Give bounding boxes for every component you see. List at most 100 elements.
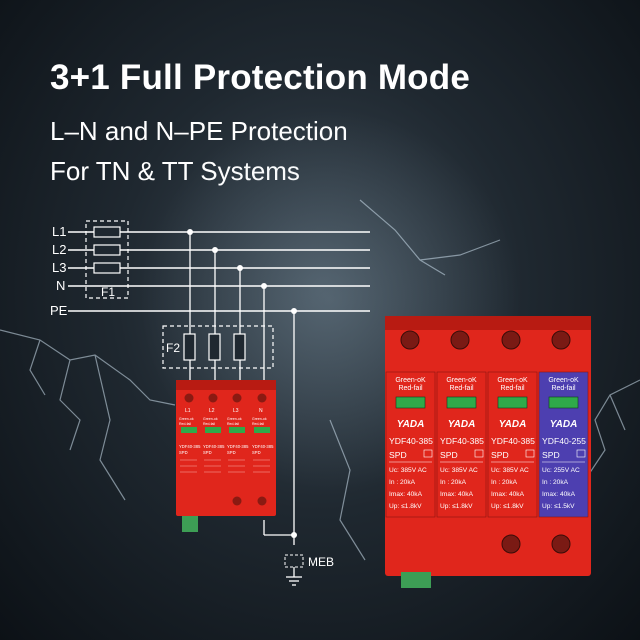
module-status-fail: Red-fail (449, 385, 474, 392)
small-spd-pole-l3: L3 (233, 408, 239, 414)
module-type: SPD (389, 450, 407, 460)
svg-text:SPD: SPD (227, 450, 236, 455)
module-face (436, 371, 487, 518)
module-model: YDF40-385 (389, 436, 433, 446)
module-class-mark (474, 449, 484, 458)
label-n: N (56, 278, 65, 293)
module-type: SPD (542, 450, 560, 460)
svg-text:YDF40-385: YDF40-385 (179, 444, 201, 449)
module-class-mark (525, 449, 535, 458)
module-status-ok: Green-oK (497, 377, 528, 384)
module-imax: Imax: 40kA (491, 491, 525, 498)
module-up: Up: ≤1.5kV (542, 503, 575, 510)
module-indicator-window (497, 396, 528, 409)
module-uc: Uc: 385V AC (440, 467, 478, 474)
small-spd-screws (184, 393, 267, 506)
svg-text:SPD: SPD (179, 450, 188, 455)
module-type: SPD (491, 450, 509, 460)
module-imax: Imax: 40kA (389, 491, 423, 498)
module-up: Up: ≤1.8kV (389, 503, 422, 510)
label-l3: L3 (52, 260, 66, 275)
svg-text:SPD: SPD (252, 450, 261, 455)
module-type: SPD (440, 450, 458, 460)
fuse-f1-elements (93, 226, 121, 274)
module-face (385, 371, 436, 518)
svg-text:Red-fail: Red-fail (227, 422, 239, 426)
module-uc: Uc: 385V AC (389, 467, 427, 474)
label-l2: L2 (52, 242, 66, 257)
large-spd-top-screws (400, 330, 571, 350)
small-spd-body (176, 380, 276, 516)
module-in: In : 20kA (542, 479, 569, 486)
module-brand-logo: YADA (499, 419, 527, 430)
fuse-f2-label: F2 (166, 341, 180, 355)
fuse-f1-label: F1 (101, 285, 115, 299)
module-model: YDF40-385 (440, 436, 484, 446)
meb-box (284, 554, 304, 568)
fuse-f2-box (162, 325, 274, 369)
module-status-fail: Red-fail (500, 385, 525, 392)
module-class-mark (576, 449, 586, 458)
module-model: YDF40-255 (542, 436, 586, 446)
module-status-ok: Green-oK (446, 377, 477, 384)
svg-text:Green-ok: Green-ok (227, 417, 242, 421)
module-brand-logo: YADA (550, 419, 578, 430)
module-status-fail: Red-fail (398, 385, 423, 392)
module-up: Up: ≤1.8kV (440, 503, 473, 510)
module-indicator-window (446, 396, 477, 409)
large-spd-terminal (401, 572, 431, 588)
large-spd-bottom-screws (501, 534, 571, 554)
fuse-f2-elements (183, 333, 246, 361)
svg-text:YDF40-385: YDF40-385 (252, 444, 274, 449)
svg-text:Red-fail: Red-fail (252, 422, 264, 426)
svg-text:Green-ok: Green-ok (203, 417, 218, 421)
module-face (538, 371, 589, 518)
module-brand-logo: YADA (397, 419, 425, 430)
module-imax: Imax: 40kA (542, 491, 576, 498)
label-pe: PE (50, 303, 68, 318)
module-indicator-window (548, 396, 579, 409)
module-indicator-window (395, 396, 426, 409)
fuse-f1-box (85, 220, 129, 299)
module-up: Up: ≤1.8kV (491, 503, 524, 510)
svg-text:Red-fail: Red-fail (179, 422, 191, 426)
module-brand-logo: YADA (448, 419, 476, 430)
svg-text:Green-ok: Green-ok (179, 417, 194, 421)
small-spd-pole-n: N (259, 408, 263, 414)
module-in: In : 20kA (491, 479, 518, 486)
module-imax: Imax: 40kA (440, 491, 474, 498)
svg-text:SPD: SPD (203, 450, 212, 455)
label-l1: L1 (52, 224, 66, 239)
module-status-ok: Green-oK (548, 377, 579, 384)
module-status-ok: Green-oK (395, 377, 426, 384)
small-spd-pole-l1: L1 (185, 408, 191, 414)
junction-dots (187, 229, 297, 538)
module-in: In : 20kA (389, 479, 416, 486)
module-face (487, 371, 538, 518)
small-spd-terminal (182, 516, 198, 532)
lightning-decoration (0, 199, 640, 561)
module-uc: Uc: 385V AC (491, 467, 529, 474)
small-spd: L1 L2 L3 N Green-ok Green-ok Green-ok Gr… (176, 380, 276, 532)
small-spd-pole-l2: L2 (209, 408, 215, 414)
svg-text:YDF40-385: YDF40-385 (227, 444, 249, 449)
page-title: 3+1 Full Protection Mode (50, 58, 470, 97)
module-model: YDF40-385 (491, 436, 535, 446)
module-status-fail: Red-fail (551, 385, 576, 392)
module-uc: Uc: 255V AC (542, 467, 580, 474)
ground-icon (286, 567, 302, 586)
module-class-mark (423, 449, 433, 458)
meb-label: MEB (308, 555, 334, 569)
module-in: In : 20kA (440, 479, 467, 486)
small-spd-indicators (181, 427, 270, 433)
svg-text:YDF40-385: YDF40-385 (203, 444, 225, 449)
svg-text:Red-fail: Red-fail (203, 422, 215, 426)
svg-text:Green-ok: Green-ok (252, 417, 267, 421)
